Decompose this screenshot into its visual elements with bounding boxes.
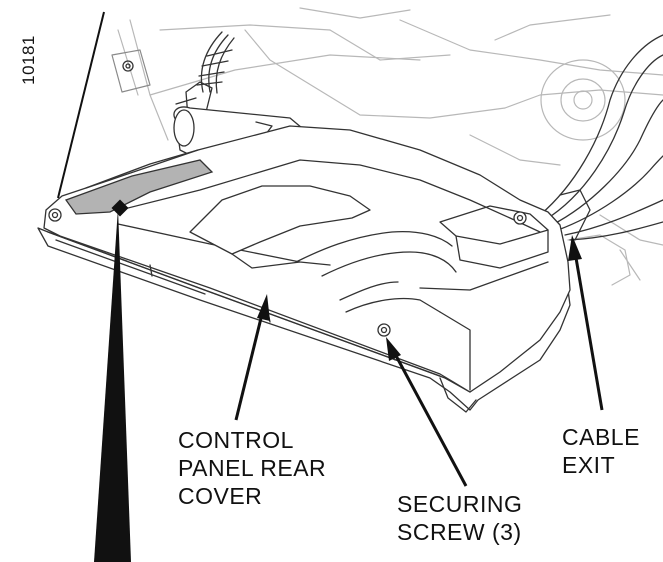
label-securing-screw: SECURING SCREW (3)	[397, 490, 522, 546]
label-line: SECURING	[397, 491, 523, 517]
background-chassis	[111, 7, 663, 286]
rear-roller	[173, 106, 303, 161]
large-pointer-wedge	[94, 199, 131, 562]
label-line: CABLE	[562, 424, 640, 450]
shaded-panel	[64, 159, 214, 215]
label-line: COVER	[178, 483, 263, 509]
figure-number: 10181	[19, 35, 38, 85]
securing-screws	[48, 208, 527, 337]
label-line: SCREW (3)	[397, 519, 522, 545]
left-leader-line	[57, 11, 105, 199]
label-line: CONTROL	[178, 427, 294, 453]
label-line: EXIT	[562, 452, 616, 478]
cable-bundle	[539, 34, 663, 241]
control-panel-cover	[37, 125, 571, 413]
label-control-panel-rear-cover: CONTROL PANEL REAR COVER	[178, 426, 326, 510]
label-cable-exit: CABLE EXIT	[562, 423, 640, 479]
callout-arrows	[234, 235, 604, 487]
arrow-cable-exit	[568, 235, 604, 411]
arrow-control-panel-cover	[234, 294, 270, 421]
screw-center	[377, 323, 391, 337]
screw-left	[48, 208, 62, 222]
arrow-securing-screw	[386, 337, 468, 487]
screw-right	[513, 211, 527, 225]
label-line: PANEL REAR	[178, 455, 327, 481]
